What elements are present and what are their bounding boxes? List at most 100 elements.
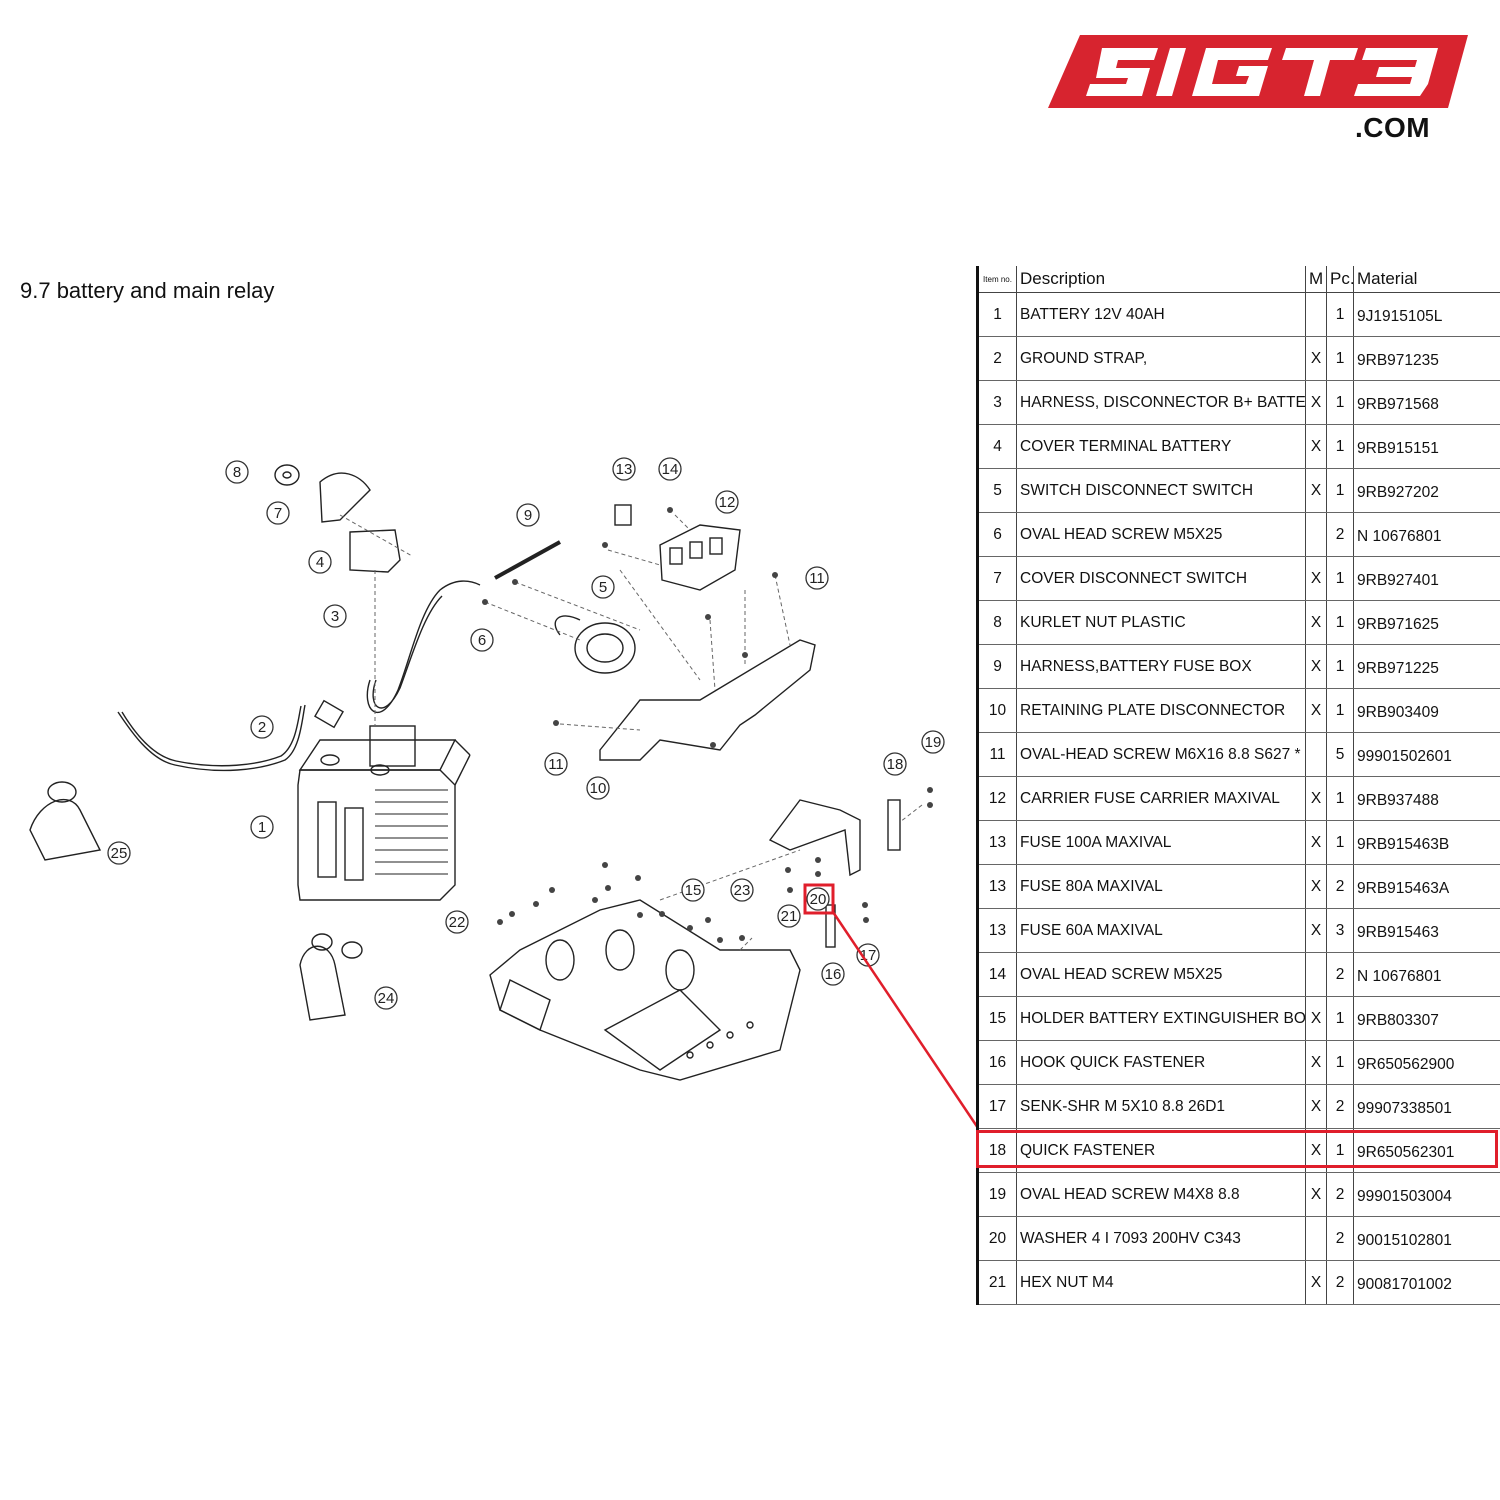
row-description: HARNESS, DISCONNECTOR B+ BATTERY <box>1016 380 1306 425</box>
header-pc: Pc. <box>1326 266 1355 293</box>
row-item-no: 13 <box>976 864 1017 909</box>
row-m: X <box>1305 1128 1327 1173</box>
row-pc: 1 <box>1326 644 1354 689</box>
row-item-no: 6 <box>976 512 1017 557</box>
row-description: OVAL HEAD SCREW M5X25 <box>1016 952 1306 997</box>
row-pc: 1 <box>1326 600 1354 645</box>
row-m: X <box>1305 424 1327 469</box>
row-item-no: 13 <box>976 908 1017 953</box>
row-description: SENK-SHR M 5X10 8.8 26D1 <box>1016 1084 1306 1129</box>
row-item-no: 10 <box>976 688 1017 733</box>
row-material: 9RB915463A <box>1353 864 1500 909</box>
row-material: 99901503004 <box>1353 1172 1500 1217</box>
row-item-no: 12 <box>976 776 1017 821</box>
row-item-no: 20 <box>976 1216 1017 1261</box>
row-description: HOOK QUICK FASTENER <box>1016 1040 1306 1085</box>
row-material: N 10676801 <box>1353 952 1500 997</box>
row-pc: 1 <box>1326 556 1354 601</box>
row-item-no: 21 <box>976 1260 1017 1305</box>
row-m <box>1305 952 1327 997</box>
row-m: X <box>1305 644 1327 689</box>
row-material: 99901502601 <box>1353 732 1500 777</box>
row-description: KURLET NUT PLASTIC <box>1016 600 1306 645</box>
row-description: SWITCH DISCONNECT SWITCH <box>1016 468 1306 513</box>
header-description: Description <box>1016 266 1306 293</box>
row-pc: 1 <box>1326 1128 1354 1173</box>
row-material: N 10676801 <box>1353 512 1500 557</box>
row-pc: 1 <box>1326 468 1354 513</box>
row-item-no: 16 <box>976 1040 1017 1085</box>
row-material: 9RB803307 <box>1353 996 1500 1041</box>
row-pc: 2 <box>1326 512 1354 557</box>
row-item-no: 7 <box>976 556 1017 601</box>
row-m: X <box>1305 996 1327 1041</box>
row-material: 9RB971235 <box>1353 336 1500 381</box>
row-material: 90081701002 <box>1353 1260 1500 1305</box>
row-description: RETAINING PLATE DISCONNECTOR <box>1016 688 1306 733</box>
row-material: 9RB915463 <box>1353 908 1500 953</box>
row-pc: 2 <box>1326 1084 1354 1129</box>
row-pc: 2 <box>1326 1172 1354 1217</box>
logo-domain-text: .COM <box>1355 112 1431 143</box>
row-pc: 1 <box>1326 380 1354 425</box>
sigt3-logo <box>1048 35 1468 108</box>
row-item-no: 19 <box>976 1172 1017 1217</box>
row-item-no: 1 <box>976 292 1017 337</box>
row-pc: 3 <box>1326 908 1354 953</box>
row-m: X <box>1305 864 1327 909</box>
row-item-no: 9 <box>976 644 1017 689</box>
row-item-no: 4 <box>976 424 1017 469</box>
row-pc: 2 <box>1326 1260 1354 1305</box>
row-pc: 1 <box>1326 996 1354 1041</box>
row-item-no: 3 <box>976 380 1017 425</box>
row-m <box>1305 732 1327 777</box>
row-pc: 2 <box>1326 864 1354 909</box>
header-m: M <box>1305 266 1327 293</box>
row-pc: 5 <box>1326 732 1354 777</box>
row-m: X <box>1305 688 1327 733</box>
row-material: 9RB927202 <box>1353 468 1500 513</box>
row-material: 9RB915151 <box>1353 424 1500 469</box>
row-material: 9J1915105L <box>1353 292 1500 337</box>
row-description: COVER DISCONNECT SWITCH <box>1016 556 1306 601</box>
row-material: 9RB915463B <box>1353 820 1500 865</box>
row-description: HOLDER BATTERY EXTINGUISHER BOTTLE <box>1016 996 1306 1041</box>
row-pc: 2 <box>1326 1216 1354 1261</box>
row-pc: 1 <box>1326 688 1354 733</box>
table-border-tail <box>976 1208 979 1234</box>
row-pc: 1 <box>1326 424 1354 469</box>
row-material: 9R650562301 <box>1353 1128 1500 1173</box>
row-description: OVAL HEAD SCREW M4X8 8.8 <box>1016 1172 1306 1217</box>
row-item-no: 8 <box>976 600 1017 645</box>
row-pc: 1 <box>1326 776 1354 821</box>
row-material: 9RB971568 <box>1353 380 1500 425</box>
row-m <box>1305 292 1327 337</box>
exploded-parts-diagram <box>29 464 933 1081</box>
row-description: OVAL-HEAD SCREW M6X16 8.8 S627 * <box>1016 732 1306 777</box>
row-item-no: 14 <box>976 952 1017 997</box>
row-material: 9RB937488 <box>1353 776 1500 821</box>
row-pc: 1 <box>1326 336 1354 381</box>
header-material: Material <box>1353 266 1500 293</box>
